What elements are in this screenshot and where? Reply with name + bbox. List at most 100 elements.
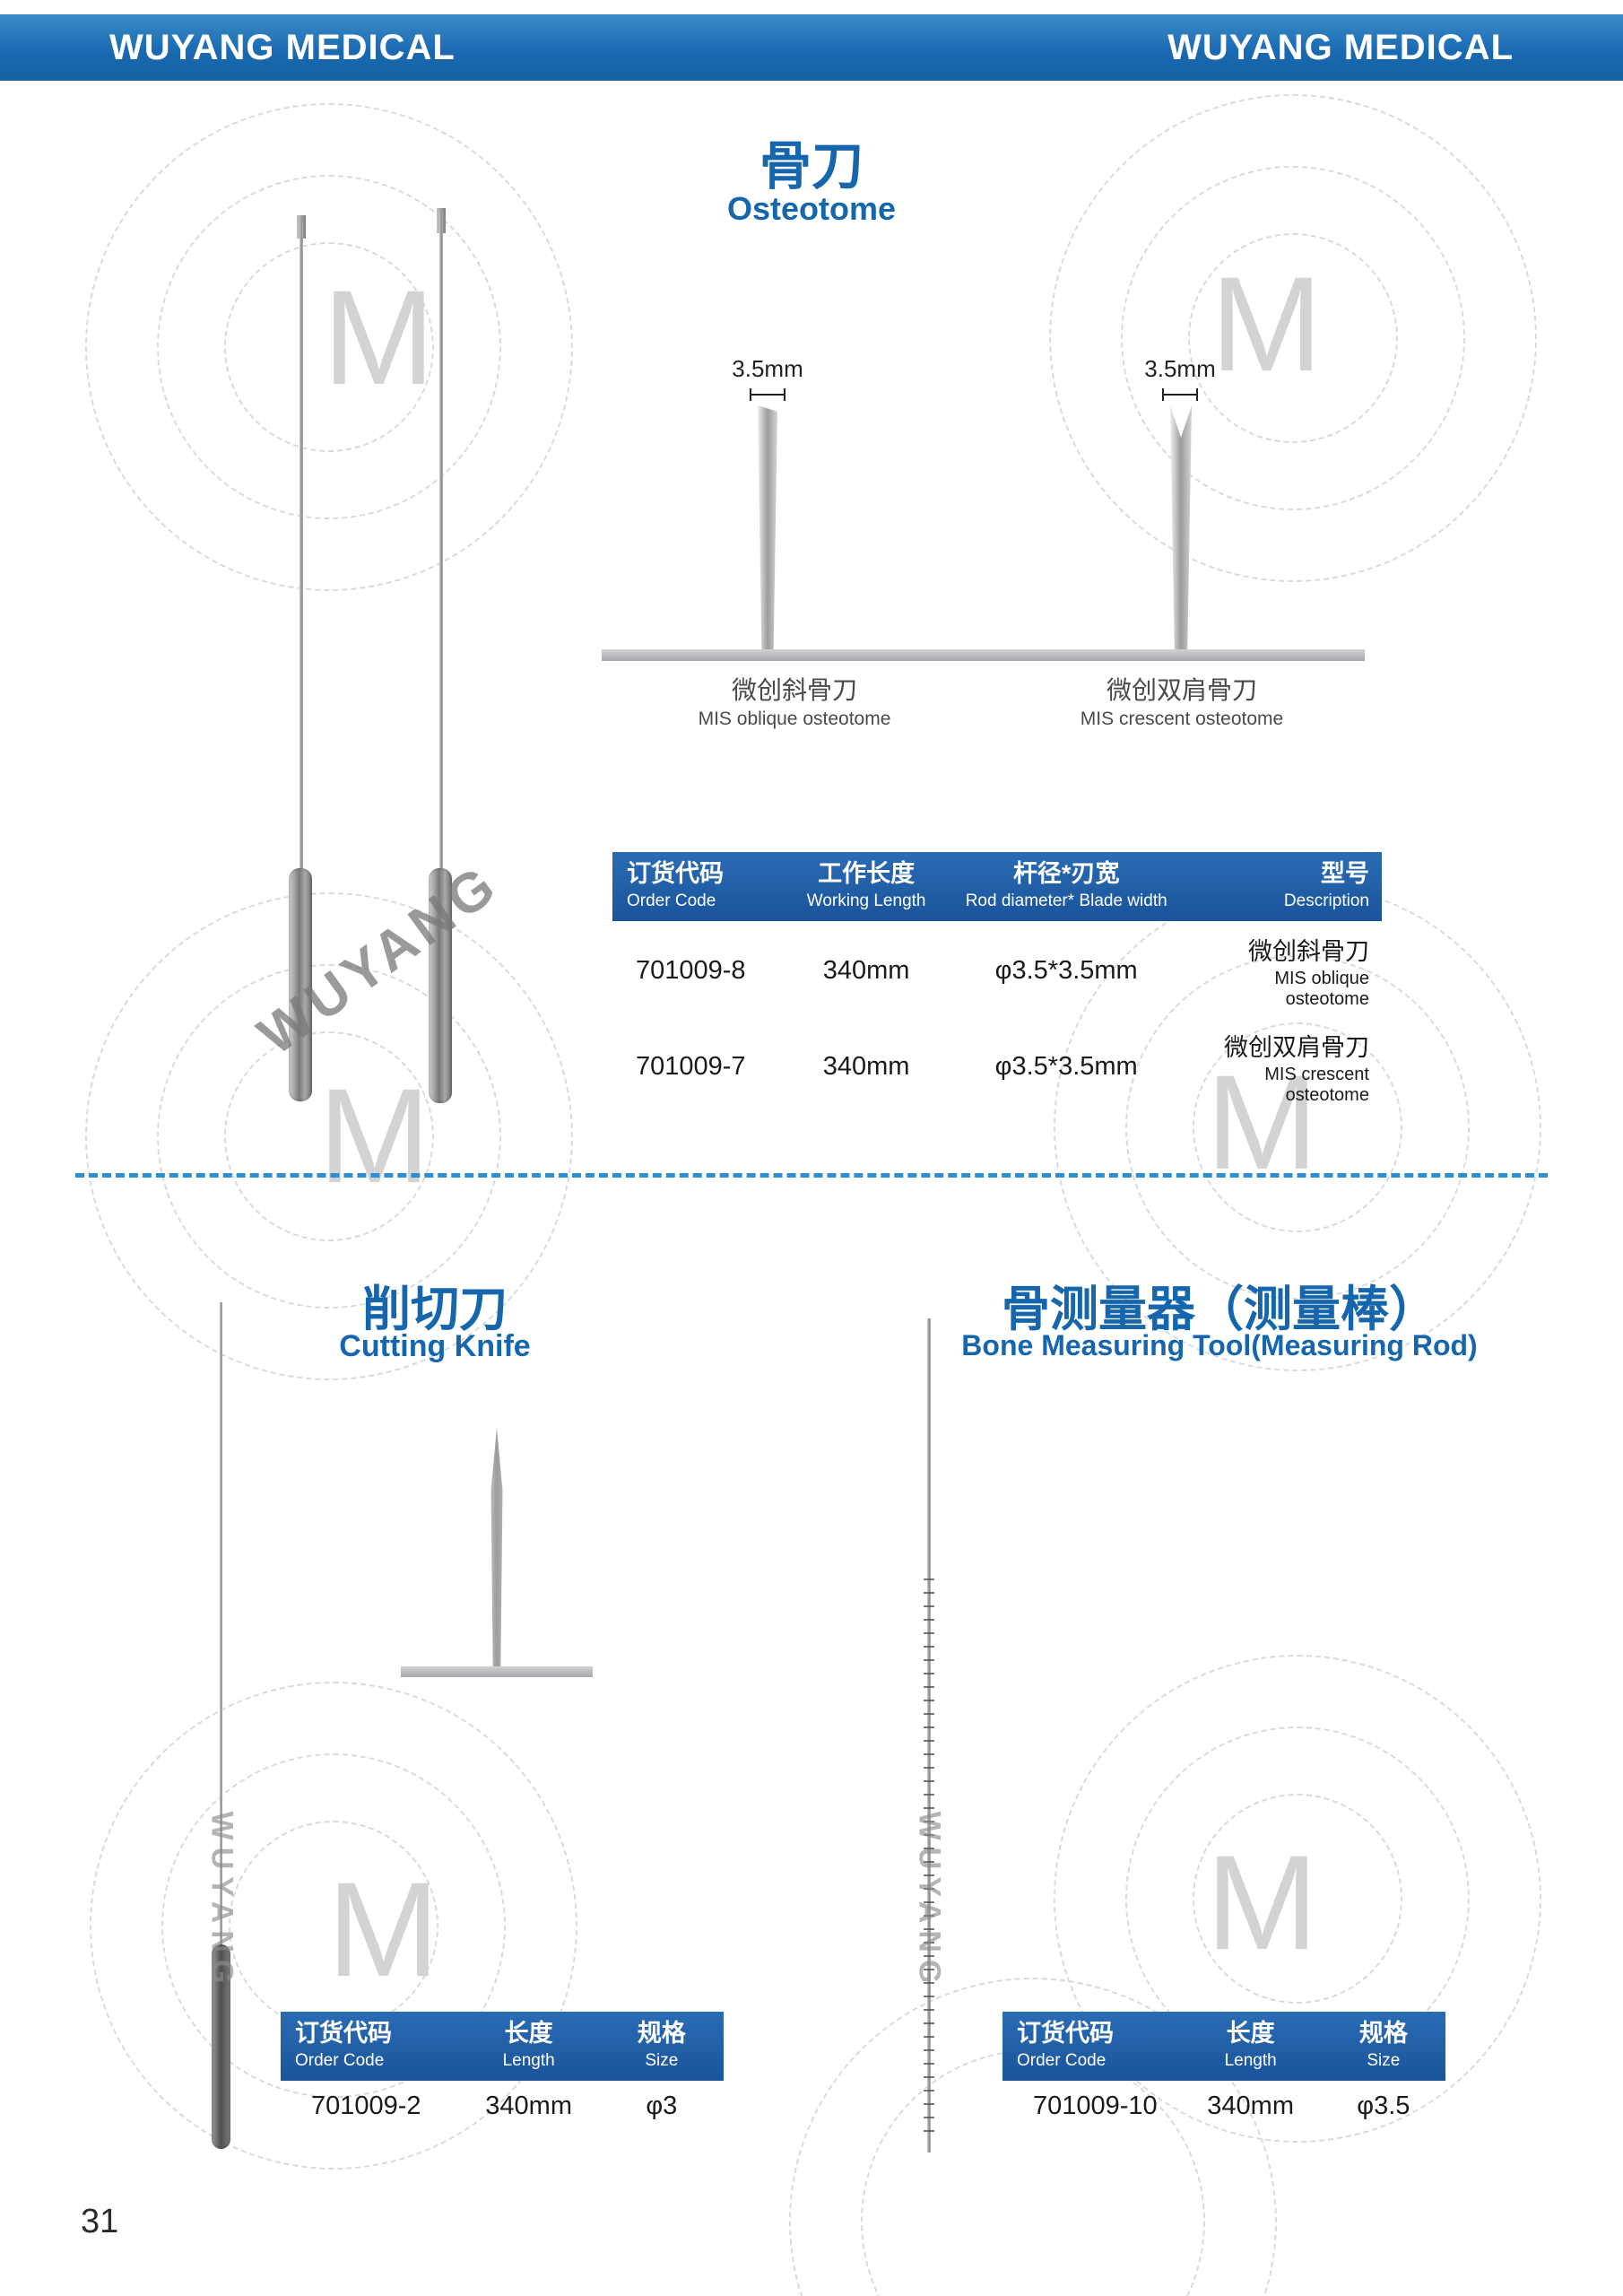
dimension-label: 3.5mm [732, 355, 803, 382]
header-en: Order Code [627, 891, 716, 910]
description-cell: 微创斜骨刀 MIS oblique osteotome [1189, 932, 1382, 1010]
size-cell: φ3.5 [1357, 2091, 1410, 2120]
table-row: 701009-2 340mm φ3 [281, 2081, 724, 2128]
header-en: Order Code [295, 2050, 385, 2070]
rod-blade-size-cell: φ3.5*3.5mm [994, 1051, 1138, 1081]
dashed-circle-watermark [1125, 955, 1470, 1300]
measuring-tool-title-en: Bone Measuring Tool(Measuring Rod) [961, 1329, 1478, 1361]
size-cell: φ3 [646, 2091, 678, 2120]
description-cn: 微创双肩骨刀 [1223, 1033, 1369, 1061]
header-cn: 规格 [637, 2020, 686, 2047]
header-cell-size: 规格 Size [600, 2019, 724, 2072]
order-code-cell: 701009-2 [311, 2091, 421, 2120]
header-en: Rod diameter* Blade width [965, 891, 1167, 910]
header-en: Description [1283, 891, 1369, 910]
dashed-circle-watermark [90, 1682, 577, 2170]
dashed-circle-watermark [157, 175, 501, 519]
length-cell: 340mm [1207, 2091, 1294, 2120]
header-cell-size: 规格 Size [1322, 2019, 1445, 2072]
dashed-circle-watermark [224, 242, 434, 452]
header-en: Length [1224, 2050, 1277, 2070]
header-en: Size [645, 2050, 679, 2070]
osteotome-crescent-shaft [439, 213, 443, 872]
dashed-circle-watermark [1188, 233, 1398, 443]
wuyang-watermark-vertical: WUYANG [912, 1811, 947, 1991]
osteotome-crescent-handle [429, 868, 452, 1103]
header-cn: 长度 [1226, 2020, 1275, 2047]
header-cn: 工作长度 [818, 860, 916, 887]
dashed-circle-watermark [85, 103, 573, 591]
watermark-letter-m: M [318, 1060, 430, 1211]
header-cn: 型号 [1320, 860, 1369, 887]
header-en: Length [502, 2050, 555, 2070]
watermark-letter-m: M [323, 262, 435, 413]
header-cn: 规格 [1358, 2020, 1408, 2047]
header-cell-description: 型号 Description [1189, 859, 1382, 912]
header-cell-order-code: 订货代码 Order Code [1002, 2019, 1180, 2072]
header-cn: 订货代码 [1017, 2020, 1114, 2047]
closeup-baseline-bar [602, 649, 1365, 661]
dashed-circle-watermark [1121, 166, 1465, 510]
oblique-label-en: MIS oblique osteotome [698, 709, 891, 729]
header-cn: 长度 [504, 2020, 553, 2047]
header-cn: 杆径*刃宽 [1012, 860, 1120, 887]
header-en: Order Code [1017, 2050, 1107, 2070]
dashed-circle-watermark [161, 1753, 506, 2098]
header-cell-working-length: 工作长度 Working Length [789, 859, 943, 912]
header-cell-length: 长度 Length [458, 2019, 600, 2072]
osteotome-oblique-shaft [299, 221, 303, 872]
cutting-knife-shaft [220, 1302, 222, 1946]
order-code-cell: 701009-10 [1033, 2091, 1158, 2120]
dimension-callout: 3.5mm [705, 355, 830, 401]
description-cell: 微创双肩骨刀 MIS crescent osteotome [1189, 1028, 1382, 1106]
page-number: 31 [81, 2203, 119, 2240]
dimension-bracket-icon [1162, 388, 1198, 401]
measuring-tool-table: 订货代码 Order Code 长度 Length 规格 Size 701009… [1002, 2012, 1445, 2128]
closeup-baseline-bar [401, 1666, 593, 1677]
dimension-bracket-icon [750, 388, 785, 401]
order-code-cell: 701009-7 [636, 1051, 746, 1081]
header-cell-rod-blade: 杆径*刃宽 Rod diameter* Blade width [943, 859, 1190, 912]
osteotome-title-en: Osteotome [726, 190, 897, 227]
watermark-letter-m: M [1211, 248, 1323, 399]
measuring-tool-table-header: 订货代码 Order Code 长度 Length 规格 Size [1002, 2012, 1445, 2081]
cutting-knife-title-cn: 削切刀 [362, 1283, 508, 1336]
table-row: 701009-7 340mm φ3.5*3.5mm 微创双肩骨刀 MIS cre… [612, 1017, 1382, 1113]
page-header-band: WUYANG MEDICAL WUYANG MEDICAL [0, 14, 1623, 81]
watermark-letter-m: M [327, 1854, 439, 2005]
description-en: MIS oblique osteotome [1274, 968, 1369, 1009]
dashed-circle-watermark [224, 1031, 434, 1241]
dimension-label: 3.5mm [1144, 355, 1216, 382]
description-cn: 微创斜骨刀 [1247, 937, 1369, 965]
working-length-cell: 340mm [822, 1051, 910, 1081]
osteotome-title-cn: 骨刀 [759, 137, 864, 196]
header-cn: 订货代码 [295, 2020, 392, 2047]
cutting-knife-handle [212, 1944, 230, 2149]
brand-right: WUYANG MEDICAL [1167, 27, 1514, 67]
header-cell-order-code: 订货代码 Order Code [612, 859, 789, 912]
description-en: MIS crescent osteotome [1264, 1064, 1369, 1105]
osteotome-table-header: 订货代码 Order Code 工作长度 Working Length 杆径*刃… [612, 852, 1382, 921]
dashed-circle-watermark [1054, 1655, 1541, 2143]
header-cell-length: 长度 Length [1180, 2019, 1322, 2072]
header-en: Size [1367, 2050, 1401, 2070]
section-divider [75, 1173, 1548, 1178]
table-row: 701009-10 340mm φ3.5 [1002, 2081, 1445, 2128]
brand-left: WUYANG MEDICAL [109, 27, 456, 67]
dashed-circle-watermark [1193, 1794, 1402, 2004]
cutting-knife-table-header: 订货代码 Order Code 长度 Length 规格 Size [281, 2012, 724, 2081]
wuyang-watermark-vertical: WUYANG [204, 1811, 239, 1991]
dimension-callout: 3.5mm [1117, 355, 1243, 401]
table-row: 701009-8 340mm φ3.5*3.5mm 微创斜骨刀 MIS obli… [612, 921, 1382, 1017]
dashed-circle-watermark [85, 892, 573, 1380]
order-code-cell: 701009-8 [636, 955, 746, 985]
header-cell-order-code: 订货代码 Order Code [281, 2019, 458, 2072]
measuring-tool-title-cn: 骨测量器（测量棒） [1002, 1283, 1437, 1336]
dashed-circle-watermark [1049, 94, 1537, 582]
crescent-label-en: MIS crescent osteotome [1080, 709, 1284, 729]
dashed-circle-watermark [157, 964, 501, 1309]
header-en: Working Length [806, 891, 926, 910]
working-length-cell: 340mm [822, 955, 910, 985]
